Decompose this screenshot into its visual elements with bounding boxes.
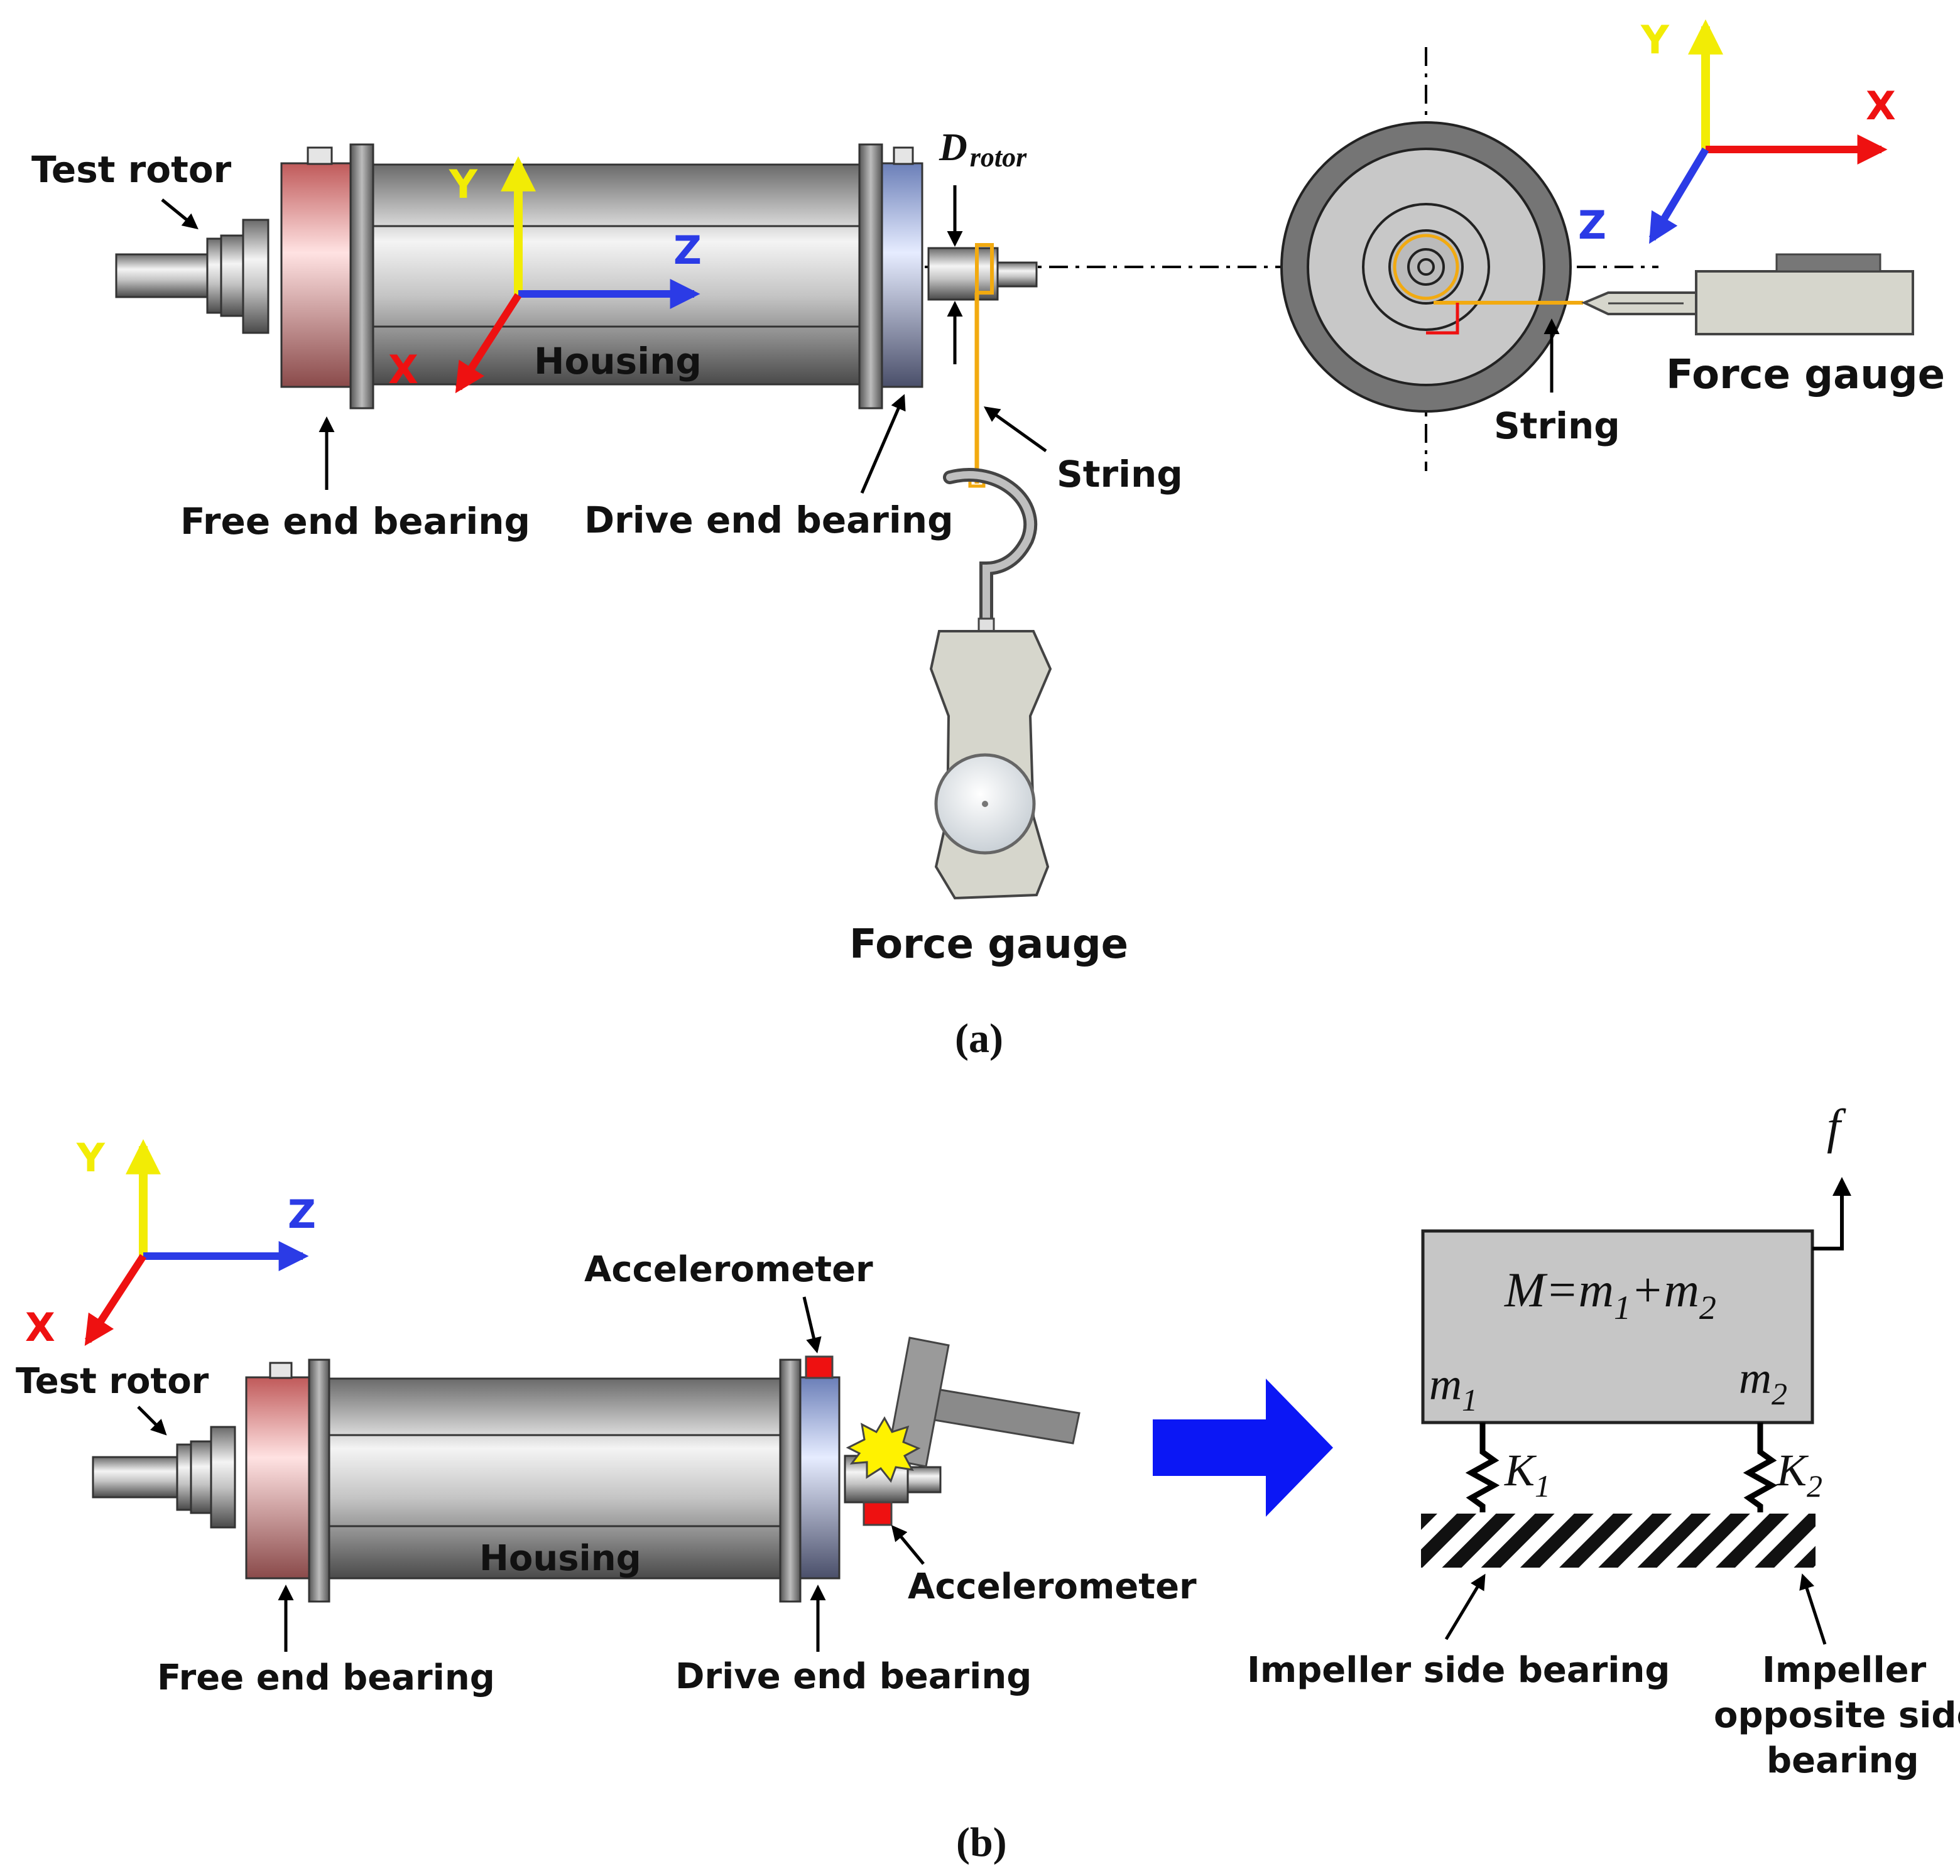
free-end-tab-b	[269, 1362, 293, 1379]
m1-label: m1	[1429, 1359, 1478, 1418]
drive-end-bearing-block-b	[799, 1376, 841, 1580]
axis-z-label-end: Z	[1578, 202, 1606, 248]
free-end-flange	[349, 143, 374, 409]
label-force-gauge-end: Force gauge	[1666, 352, 1945, 398]
axis-y-label-end: Y	[1640, 17, 1670, 63]
axis-x-label-a: X	[388, 347, 418, 393]
mass-spring-model: f M=m1+m2 m1 m2 K1 K2 Impeller side bear…	[1247, 1099, 1960, 1781]
label-opposite-line2: opposite side	[1714, 1695, 1960, 1736]
free-end-tab	[307, 146, 333, 165]
axis-y-label-a: Y	[449, 161, 478, 207]
axis-x-arrow-b	[84, 1254, 147, 1347]
drive-end-bearing-block	[881, 162, 923, 388]
k2-label: K2	[1776, 1445, 1822, 1504]
shaft-step-2	[220, 234, 244, 317]
end-gauge-display	[1775, 253, 1881, 273]
label-drive-end-bearing-a: Drive end bearing	[584, 499, 954, 541]
pointer-string-a	[983, 406, 1047, 453]
gauge-neck	[977, 617, 995, 632]
pointer-test-rotor-b	[137, 1406, 167, 1436]
end-string-wrap	[1393, 234, 1459, 300]
gauge-dial-hub	[982, 801, 988, 807]
label-free-end-bearing-a: Free end bearing	[180, 500, 530, 543]
shaft-step-3	[242, 219, 270, 334]
panel-b: Y Z X Test rotor Housing Free end be	[16, 1099, 1960, 1865]
accelerometer-bottom	[863, 1501, 893, 1526]
label-housing-a: Housing	[534, 340, 702, 382]
axis-x-label-b: X	[25, 1304, 55, 1350]
axis-y-label-b: Y	[76, 1135, 106, 1181]
spring-k2	[1743, 1423, 1778, 1512]
shaft-step-3-b	[210, 1426, 236, 1529]
axis-z-arrow-end	[1648, 147, 1709, 244]
end-shaft-core	[1417, 258, 1435, 276]
rotor-shaft-left-b	[92, 1456, 187, 1499]
panel-a: Drotor Y Z X Test rotor Housing Free end…	[31, 17, 1945, 1061]
label-force-gauge-a: Force gauge	[849, 921, 1128, 968]
spring-k1	[1465, 1423, 1500, 1512]
label-impeller-side-bearing: Impeller side bearing	[1247, 1650, 1670, 1691]
pointer-test-rotor-a	[161, 198, 199, 230]
caption-a: (a)	[955, 1016, 1003, 1061]
impact-burst	[846, 1416, 921, 1483]
gauge-hook-inner	[946, 471, 1035, 632]
free-end-bearing-block	[280, 162, 352, 388]
drive-end-flange-b	[779, 1358, 802, 1603]
m2-label: m2	[1739, 1353, 1787, 1411]
rotor-shaft-left	[115, 253, 218, 298]
label-opposite-line3: bearing	[1767, 1740, 1919, 1781]
shaft-step-1-b	[176, 1443, 192, 1511]
axis-x-arrow-a	[455, 293, 522, 394]
label-accelerometer-bottom: Accelerometer	[908, 1566, 1197, 1607]
free-end-bearing-block-b	[245, 1376, 310, 1580]
pointer-impeller-side	[1444, 1573, 1486, 1640]
drive-end-tab	[893, 146, 914, 165]
housing-body-b	[328, 1377, 784, 1580]
label-string-a: String	[1057, 453, 1183, 496]
force-arrow-line	[1812, 1177, 1851, 1250]
shaft-step-2-b	[190, 1440, 212, 1514]
pointer-accelerometer-bottom	[891, 1525, 925, 1565]
pointer-drive-end-a	[860, 394, 906, 494]
housing-body	[372, 163, 863, 386]
label-drive-end-bearing-b: Drive end bearing	[675, 1656, 1032, 1697]
label-housing-b: Housing	[479, 1538, 641, 1579]
axis-z-label-b: Z	[288, 1191, 316, 1237]
drive-shaft-tip-b	[906, 1466, 942, 1494]
mass-equation: M=m1+m2	[1504, 1262, 1716, 1326]
end-gauge-body	[1695, 270, 1914, 335]
hammer-handle	[922, 1387, 1081, 1445]
right-angle-mark	[1426, 303, 1459, 335]
label-opposite-line1: Impeller	[1762, 1650, 1927, 1691]
drive-end-flange	[858, 143, 883, 409]
ground-hatch	[1421, 1514, 1816, 1568]
label-test-rotor-b: Test rotor	[16, 1361, 209, 1402]
end-view: Y X Z Force gauge String	[1280, 17, 1945, 471]
string-coil	[975, 243, 994, 295]
end-shaft-tip	[1407, 248, 1445, 286]
free-end-flange-b	[308, 1358, 330, 1603]
label-string-end: String	[1494, 404, 1620, 447]
mass-block	[1421, 1229, 1814, 1424]
caption-b: (b)	[956, 1819, 1007, 1865]
accelerometer-top	[805, 1355, 834, 1379]
pointer-impeller-opposite	[1799, 1573, 1827, 1645]
force-label: f	[1827, 1099, 1846, 1154]
label-free-end-bearing-b: Free end bearing	[157, 1657, 495, 1698]
axis-x-label-end: X	[1866, 83, 1896, 129]
big-arrow	[1153, 1379, 1333, 1517]
drive-shaft-tip	[996, 261, 1038, 288]
drotor-label: Drotor	[939, 126, 1027, 173]
axis-z-label-a: Z	[673, 227, 702, 273]
end-bearing-ring	[1362, 203, 1490, 331]
label-accelerometer-top: Accelerometer	[584, 1249, 873, 1290]
shaft-step-1	[206, 237, 222, 314]
label-test-rotor-a: Test rotor	[31, 148, 232, 191]
k1-label: K1	[1504, 1445, 1550, 1504]
pointer-accelerometer-top	[802, 1296, 822, 1353]
